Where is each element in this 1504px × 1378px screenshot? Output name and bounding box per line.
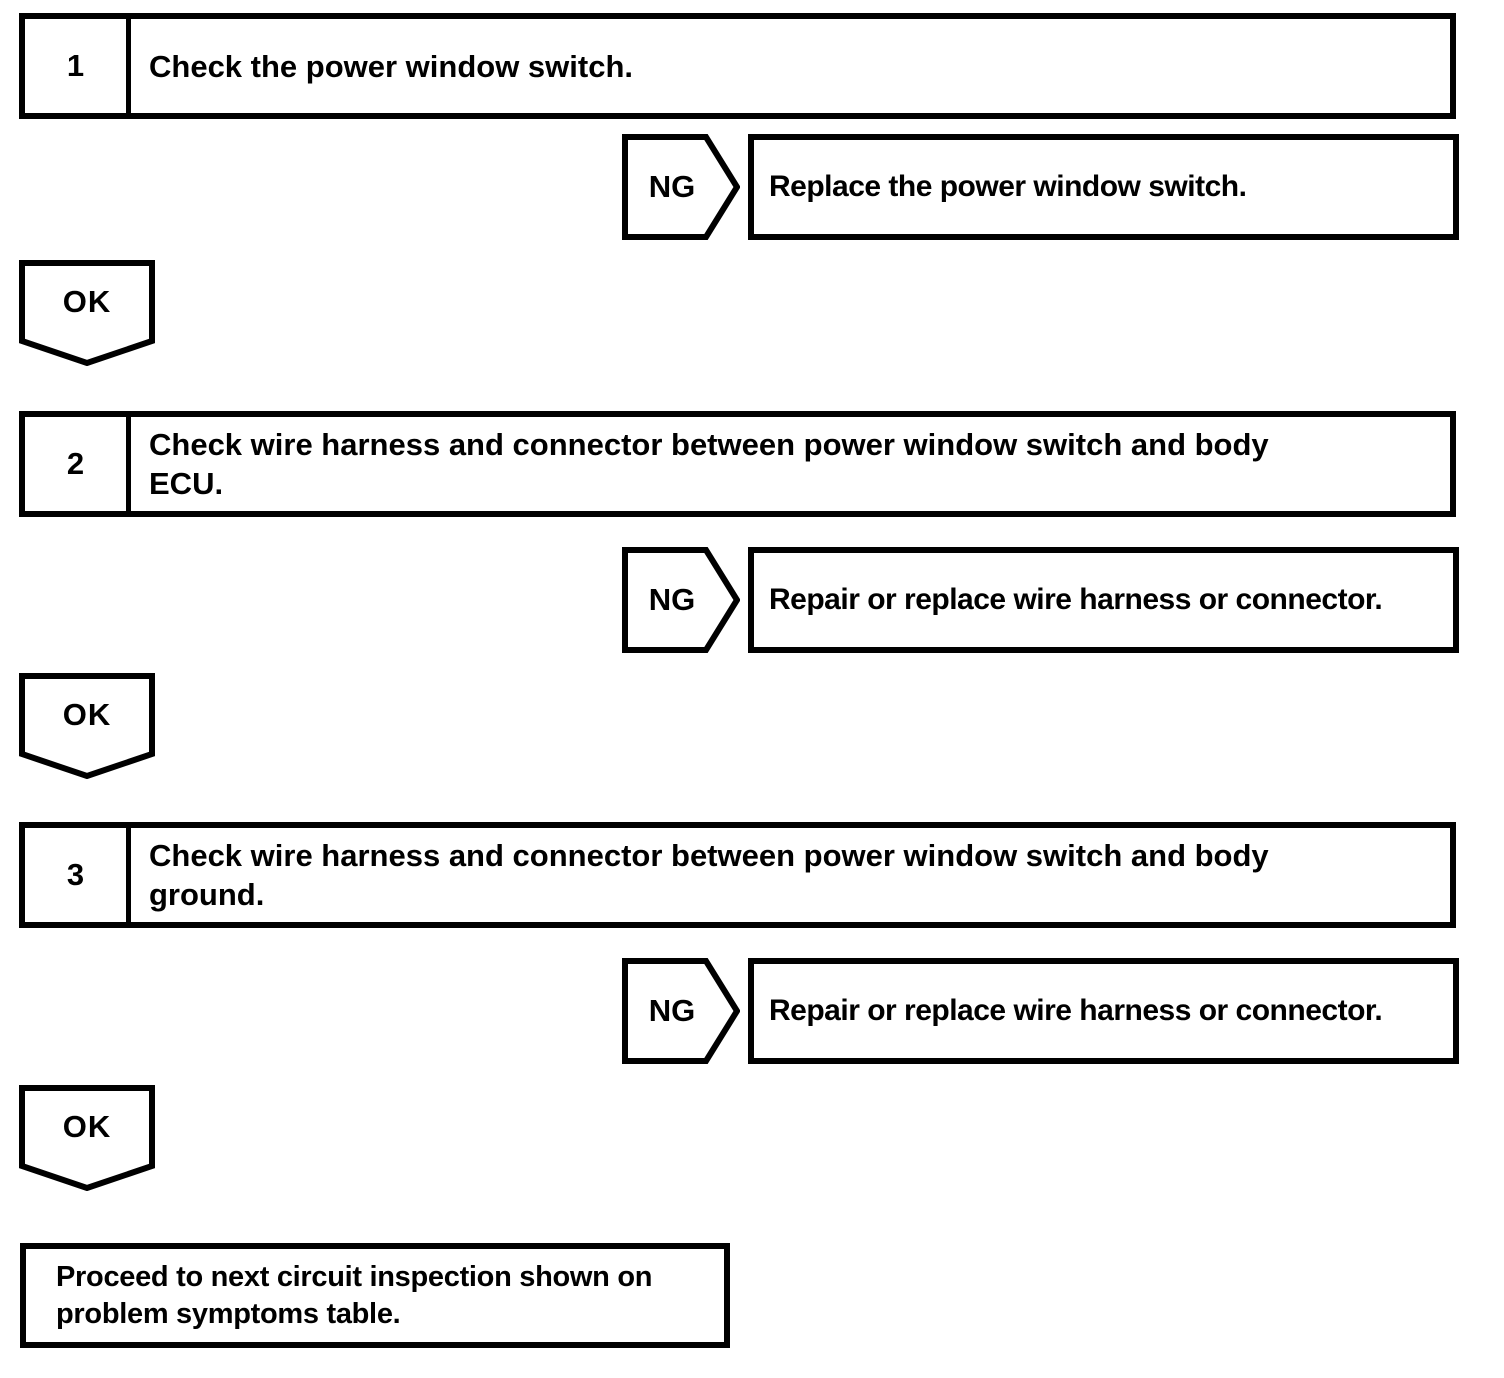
ok-pentagon-icon — [19, 1085, 155, 1191]
step-2-instruction-text: Check wire harness and connector between… — [149, 427, 1269, 501]
ok-arrow-2: OK — [19, 673, 155, 779]
step-1-number: 1 — [25, 19, 131, 113]
terminal-text: Proceed to next circuit inspection shown… — [56, 1261, 653, 1330]
step-3-instruction: Check wire harness and connector between… — [131, 828, 1450, 922]
ok-pentagon-icon — [19, 260, 155, 366]
ok-pentagon-icon — [19, 673, 155, 779]
ng-pentagon-icon — [622, 134, 740, 240]
step-2-box: 2 Check wire harness and connector betwe… — [19, 411, 1456, 517]
ok-label-2: OK — [62, 697, 112, 732]
terminal-box: Proceed to next circuit inspection shown… — [20, 1243, 730, 1348]
step-3-instruction-text: Check wire harness and connector between… — [149, 838, 1269, 912]
step-2-instruction: Check wire harness and connector between… — [131, 417, 1450, 511]
ng-label-2: NG — [648, 582, 696, 617]
ng-arrow-1: NG — [622, 134, 740, 240]
ok-arrow-1: OK — [19, 260, 155, 366]
ng-arrow-3: NG — [622, 958, 740, 1064]
ng-action-1-box: Replace the power window switch. — [748, 134, 1459, 240]
ok-label-1: OK — [62, 284, 112, 319]
ok-label-3: OK — [62, 1109, 112, 1144]
ng-action-1-text: Replace the power window switch. — [769, 170, 1247, 203]
step-3-number: 3 — [25, 828, 131, 922]
ng-action-3-box: Repair or replace wire harness or connec… — [748, 958, 1459, 1064]
step-1-instruction: Check the power window switch. — [131, 19, 1450, 113]
ng-action-2-text: Repair or replace wire harness or connec… — [769, 583, 1383, 616]
step-1-box: 1 Check the power window switch. — [19, 13, 1456, 119]
ng-label-1: NG — [648, 169, 696, 204]
ng-action-2-box: Repair or replace wire harness or connec… — [748, 547, 1459, 653]
step-1-instruction-text: Check the power window switch. — [149, 48, 634, 84]
ng-arrow-2: NG — [622, 547, 740, 653]
ng-action-3-text: Repair or replace wire harness or connec… — [769, 994, 1383, 1027]
ok-arrow-3: OK — [19, 1085, 155, 1191]
step-2-number: 2 — [25, 417, 131, 511]
ng-pentagon-icon — [622, 958, 740, 1064]
ng-pentagon-icon — [622, 547, 740, 653]
step-3-box: 3 Check wire harness and connector betwe… — [19, 822, 1456, 928]
ng-label-3: NG — [648, 993, 696, 1028]
